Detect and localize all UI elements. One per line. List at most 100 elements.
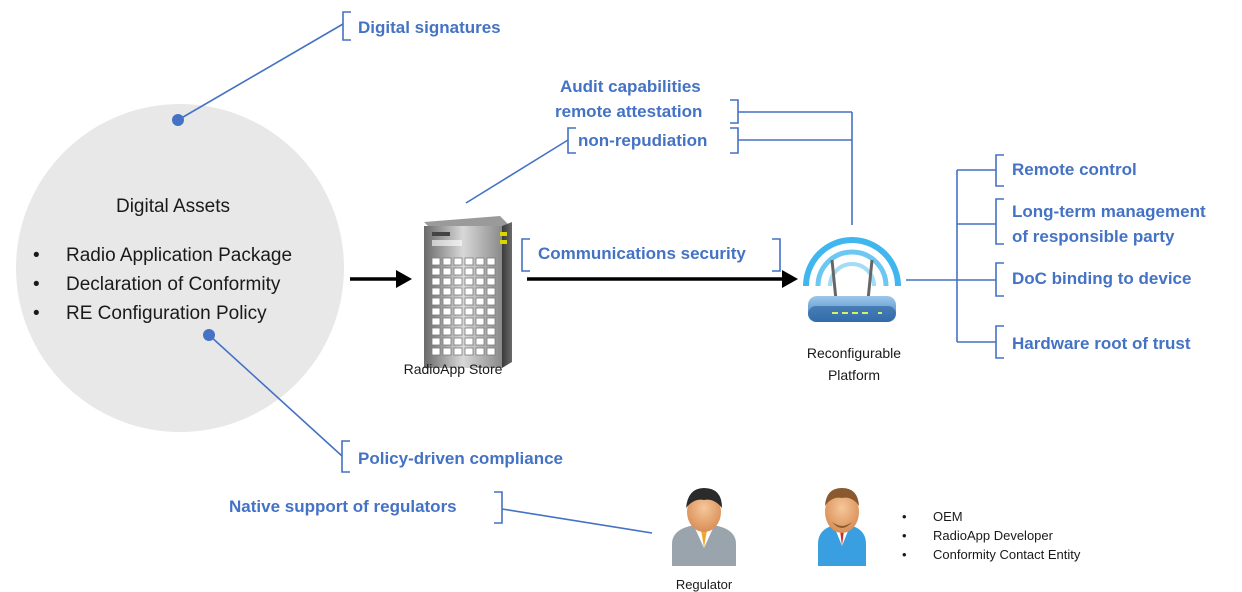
server-window xyxy=(431,257,441,266)
server-window xyxy=(486,257,496,266)
server-window xyxy=(475,337,485,346)
server-window xyxy=(464,307,474,316)
server-window xyxy=(431,347,441,356)
server-window xyxy=(464,267,474,276)
router-icon xyxy=(803,237,901,322)
radioapp-store-label: RadioApp Store xyxy=(404,361,503,377)
server-window xyxy=(431,327,441,336)
server-window xyxy=(442,277,452,286)
server-window xyxy=(475,307,485,316)
server-window xyxy=(475,347,485,356)
digital-asset-item: RE Configuration Policy xyxy=(66,303,267,324)
server-window xyxy=(453,277,463,286)
server-window xyxy=(486,307,496,316)
arrow-to-store xyxy=(350,270,412,288)
server-window xyxy=(486,347,496,356)
bullet-dot: • xyxy=(33,303,40,324)
stakeholder-item: OEM xyxy=(933,509,963,524)
remote-attestation-label: remote attestation xyxy=(555,102,702,121)
regulator-person-icon xyxy=(672,488,736,566)
server-window xyxy=(486,327,496,336)
server-window xyxy=(464,317,474,326)
server-window xyxy=(464,337,474,346)
bullet-dot: • xyxy=(902,528,907,543)
server-window xyxy=(431,297,441,306)
server-led xyxy=(500,240,507,244)
non-repudiation-label: non-repudiation xyxy=(578,131,707,150)
server-window xyxy=(453,257,463,266)
server-window xyxy=(442,267,452,276)
digital-assets-circle: Digital Assets • Radio Application Packa… xyxy=(16,104,344,432)
server-window xyxy=(475,327,485,336)
server-window xyxy=(475,287,485,296)
server-window xyxy=(431,287,441,296)
platform-label-line1: Reconfigurable xyxy=(807,345,901,361)
stakeholder-item: RadioApp Developer xyxy=(933,528,1054,543)
regulator-label: Regulator xyxy=(676,577,733,592)
server-window xyxy=(475,267,485,276)
server-window xyxy=(453,307,463,316)
platform-features-tree: Remote control Long-term management of r… xyxy=(906,154,1206,359)
stakeholder-item: Conformity Contact Entity xyxy=(933,547,1081,562)
communications-security-label: Communications security xyxy=(538,244,746,263)
server-window xyxy=(453,317,463,326)
server-window xyxy=(442,337,452,346)
audit-callout: Audit capabilities remote attestation no… xyxy=(465,77,853,225)
server-window xyxy=(464,297,474,306)
native-support-label: Native support of regulators xyxy=(229,497,457,516)
stakeholder-list: • OEM • RadioApp Developer • Conformity … xyxy=(902,509,1081,562)
server-window xyxy=(475,257,485,266)
platform-label-line2: Platform xyxy=(828,367,880,383)
server-window xyxy=(431,307,441,316)
digital-asset-item: Radio Application Package xyxy=(66,245,292,266)
native-support-callout: Native support of regulators xyxy=(229,491,653,534)
server-window xyxy=(431,337,441,346)
server-window xyxy=(431,277,441,286)
bullet-dot: • xyxy=(902,509,907,524)
server-window xyxy=(442,257,452,266)
audit-capabilities-label: Audit capabilities xyxy=(560,77,701,96)
server-window xyxy=(475,277,485,286)
digital-signatures-label: Digital signatures xyxy=(358,18,501,37)
arrow-to-platform xyxy=(527,270,798,288)
server-window xyxy=(453,337,463,346)
digital-signatures-callout: Digital signatures xyxy=(172,11,501,126)
server-led xyxy=(500,232,507,236)
policy-compliance-callout: Policy-driven compliance xyxy=(203,329,563,473)
server-window xyxy=(475,297,485,306)
server-window xyxy=(453,347,463,356)
server-window xyxy=(486,337,496,346)
server-icon xyxy=(424,216,512,368)
doc-binding-label: DoC binding to device xyxy=(1012,269,1191,288)
server-window xyxy=(431,267,441,276)
server-window xyxy=(475,317,485,326)
remote-control-label: Remote control xyxy=(1012,160,1137,179)
server-window xyxy=(486,297,496,306)
server-window xyxy=(453,327,463,336)
server-window xyxy=(453,267,463,276)
long-term-management-label: Long-term management xyxy=(1012,202,1206,221)
server-window xyxy=(442,347,452,356)
server-window xyxy=(453,287,463,296)
bullet-dot: • xyxy=(902,547,907,562)
bullet-dot: • xyxy=(33,274,40,295)
server-window xyxy=(442,297,452,306)
server-window xyxy=(442,287,452,296)
server-window xyxy=(453,297,463,306)
bullet-dot: • xyxy=(33,245,40,266)
digital-asset-item: Declaration of Conformity xyxy=(66,274,281,295)
hardware-root-label: Hardware root of trust xyxy=(1012,334,1191,353)
responsible-party-label: of responsible party xyxy=(1012,227,1175,246)
server-window xyxy=(442,307,452,316)
server-window xyxy=(431,317,441,326)
communications-security-callout: Communications security xyxy=(521,238,781,272)
policy-driven-compliance-label: Policy-driven compliance xyxy=(358,449,563,468)
server-window xyxy=(486,267,496,276)
server-window xyxy=(486,287,496,296)
server-window xyxy=(486,277,496,286)
server-window xyxy=(464,327,474,336)
server-window xyxy=(442,317,452,326)
server-window xyxy=(442,327,452,336)
server-window xyxy=(464,287,474,296)
